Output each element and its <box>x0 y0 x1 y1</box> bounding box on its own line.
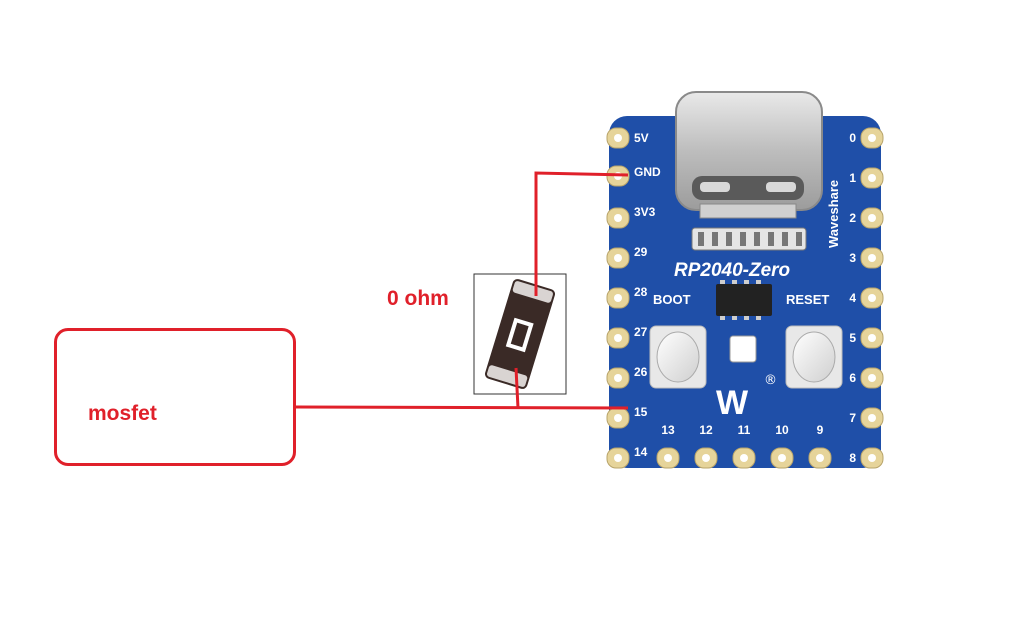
right-pin-pad-hole <box>868 174 876 182</box>
reset-button <box>786 326 842 388</box>
left-pin-pad-hole <box>614 414 622 422</box>
right-pin-pad-hole <box>868 414 876 422</box>
pin-label: 11 <box>738 423 751 437</box>
registered-mark-icon: ® <box>764 373 777 388</box>
right-pin-pad-hole <box>868 294 876 302</box>
right-pin-pad-hole <box>868 454 876 462</box>
pin-label: 29 <box>634 245 648 259</box>
usb-c-connector <box>676 92 822 218</box>
right-pin-pads: 0 1 2 3 4 5 6 7 8 <box>849 128 883 468</box>
pin-label: 15 <box>634 405 648 419</box>
pin-label: 12 <box>699 423 713 437</box>
pin-label: 14 <box>634 445 648 459</box>
right-pin-pad-hole <box>868 334 876 342</box>
resistor-label: 0 ohm <box>387 287 449 311</box>
pin-label: 27 <box>634 325 648 339</box>
boot-button <box>650 326 706 388</box>
right-pin-pad-hole <box>868 254 876 262</box>
left-pin-pad-hole <box>614 454 622 462</box>
pin-label: 5V <box>634 131 649 145</box>
left-pin-pad-hole <box>614 334 622 342</box>
pin-label: 6 <box>849 371 856 385</box>
pin-label: 1 <box>849 171 856 185</box>
rp2040-zero-board: Waveshare RP2040-Zero BOOT RESET W ® 5V <box>607 92 883 468</box>
rgb-led <box>730 336 756 362</box>
mosfet-label: mosfet <box>88 402 157 426</box>
pin-label: GND <box>634 165 661 179</box>
resistor-to-gpio15-wire <box>516 368 518 408</box>
right-pin-pad-hole <box>868 374 876 382</box>
pin-label: 3 <box>849 251 856 265</box>
bottom-pin-pad-hole <box>816 454 824 462</box>
pin-label: 10 <box>775 423 789 437</box>
pin-label: 9 <box>817 423 824 437</box>
pin-label: 7 <box>849 411 856 425</box>
wires <box>296 173 628 408</box>
bottom-pin-pad-hole <box>702 454 710 462</box>
pin-label: 4 <box>849 291 856 305</box>
brand-label: Waveshare <box>826 180 841 248</box>
mosfet-to-gpio15-wire <box>296 407 628 408</box>
flash-chip <box>716 284 772 316</box>
left-pin-pad-hole <box>614 134 622 142</box>
mosfet-box <box>54 328 296 466</box>
left-pin-pad-hole <box>614 294 622 302</box>
pin-label: 0 <box>849 131 856 145</box>
pin-label: 3V3 <box>634 205 656 219</box>
board-name-label: RP2040-Zero <box>674 260 790 281</box>
bottom-pin-pad-hole <box>664 454 672 462</box>
left-pin-pad-hole <box>614 254 622 262</box>
left-pin-pad-hole <box>614 374 622 382</box>
connector-strip <box>692 228 806 250</box>
pin-label: 8 <box>849 451 856 465</box>
left-pin-pad-hole <box>614 214 622 222</box>
right-pin-pad-hole <box>868 134 876 142</box>
resistor-0-ohm <box>474 274 566 394</box>
waveshare-logo-icon: W <box>716 384 749 422</box>
boot-label: BOOT <box>653 292 691 307</box>
pin-label: 26 <box>634 365 648 379</box>
reset-label: RESET <box>786 292 829 307</box>
right-pin-pad-hole <box>868 214 876 222</box>
pin-label: 5 <box>849 331 856 345</box>
bottom-pin-pad-hole <box>778 454 786 462</box>
pin-label: 2 <box>849 211 856 225</box>
pin-label: 28 <box>634 285 648 299</box>
bottom-pin-pad-hole <box>740 454 748 462</box>
pin-label: 13 <box>661 423 675 437</box>
